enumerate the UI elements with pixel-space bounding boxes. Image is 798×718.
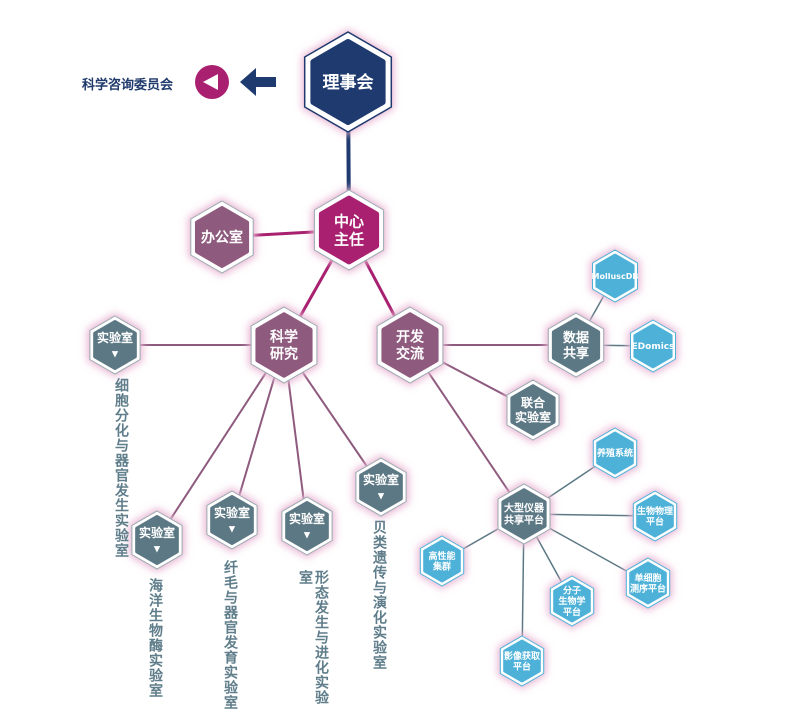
node-office[interactable]: 办公室 <box>188 198 256 276</box>
node-aquaculture[interactable]: 养殖系统 <box>590 425 640 481</box>
node-fill <box>318 195 380 265</box>
lab-name-4: 形态发生与进化实验室 <box>297 570 329 705</box>
node-lab5[interactable]: 实验室 ▼ <box>353 455 409 519</box>
node-fill <box>510 384 556 436</box>
node-label: 平台 <box>563 606 581 618</box>
node-fill <box>381 312 439 378</box>
node-lab2[interactable]: 实验室 ▼ <box>129 508 185 572</box>
node-label: 实验室 <box>139 525 175 540</box>
node-label: 影像获取 <box>504 650 541 662</box>
node-label: 集群 <box>432 561 451 573</box>
expand-triangle-icon: ▼ <box>112 349 119 359</box>
node-label: 主任 <box>334 230 364 248</box>
node-label: 办公室 <box>201 229 243 246</box>
lab-name-2: 海洋生物酶实验室 <box>147 578 163 698</box>
node-label: 平台 <box>513 661 531 673</box>
node-label: 联合 <box>521 395 546 410</box>
node-label: 中心 <box>334 212 364 230</box>
node-label: 分子 <box>563 584 581 596</box>
node-fill <box>636 494 674 538</box>
node-label: 养殖系统 <box>596 447 633 459</box>
node-fill <box>310 39 386 125</box>
node-label: 单细胞 <box>634 572 661 584</box>
expand-triangle-icon: ▼ <box>304 530 311 540</box>
node-lab3[interactable]: 实验室 ▼ <box>204 488 260 552</box>
node-label: 共享 <box>563 345 589 361</box>
node-label: 实验室 <box>97 330 133 345</box>
node-label: 实验室 <box>363 472 399 487</box>
node-fill <box>629 561 667 605</box>
node-label: 交流 <box>396 345 424 362</box>
node-fill <box>210 495 254 545</box>
node-label: 开发 <box>396 329 425 346</box>
node-fill <box>633 323 673 369</box>
node-fill <box>359 462 403 512</box>
node-label: 科学 <box>270 329 298 346</box>
node-label: 生物物理 <box>637 505 673 517</box>
node-molluscdb[interactable]: MolluscDB <box>589 247 641 305</box>
lab-name-5: 贝类遗传与演化实验室 <box>371 520 387 670</box>
node-label: MolluscDB <box>592 272 639 281</box>
node-label: 理事会 <box>323 72 374 93</box>
node-label: 平台 <box>646 516 664 528</box>
node-lab1[interactable]: 实验室 ▼ <box>87 313 143 377</box>
arrow-left-icon <box>240 68 276 96</box>
node-label: 大型仪器 <box>504 502 545 515</box>
lab-name-1: 细胞分化与器官发生实验室 <box>113 378 129 558</box>
advisory-arrow <box>195 65 276 99</box>
advisory-committee-label[interactable]: 科学咨询委员会 <box>82 78 174 93</box>
connector-research-lab2 <box>156 344 285 541</box>
node-label: 数据 <box>563 330 589 346</box>
node-label: 实验室 <box>515 410 551 425</box>
node-label: 共享平台 <box>504 514 544 527</box>
nodes: 理事会中心主任办公室科学研究开发交流数据共享MolluscDBEDomics联合… <box>87 29 680 689</box>
node-fill <box>423 539 461 583</box>
node-fill <box>501 488 547 540</box>
node-label: 研究 <box>270 345 298 362</box>
triangle-left-icon <box>203 74 218 90</box>
node-label: EDomics <box>632 342 675 352</box>
node-fill <box>596 431 634 475</box>
node-fill <box>551 317 601 373</box>
node-fill <box>93 320 137 370</box>
expand-triangle-icon: ▼ <box>154 544 161 554</box>
node-fill <box>553 579 591 623</box>
node-label: 高性能 <box>428 550 455 562</box>
node-edomics[interactable]: EDomics <box>627 317 679 375</box>
node-fill <box>595 253 635 299</box>
node-label: 实验室 <box>289 511 325 526</box>
node-board[interactable]: 理事会 <box>302 29 394 135</box>
node-label: 测序平台 <box>630 583 666 595</box>
node-label: 实验室 <box>214 505 250 520</box>
node-fill <box>503 639 541 683</box>
node-fill <box>194 206 250 268</box>
node-fill <box>255 312 313 378</box>
node-lab4[interactable]: 实验室 ▼ <box>279 494 335 558</box>
node-fill <box>285 501 329 551</box>
expand-triangle-icon: ▼ <box>378 491 385 501</box>
lab-name-3: 纤毛与器官发育实验室 <box>222 560 238 710</box>
node-label: 生物学 <box>558 595 585 607</box>
node-fill <box>135 515 179 565</box>
expand-triangle-icon: ▼ <box>229 524 236 534</box>
